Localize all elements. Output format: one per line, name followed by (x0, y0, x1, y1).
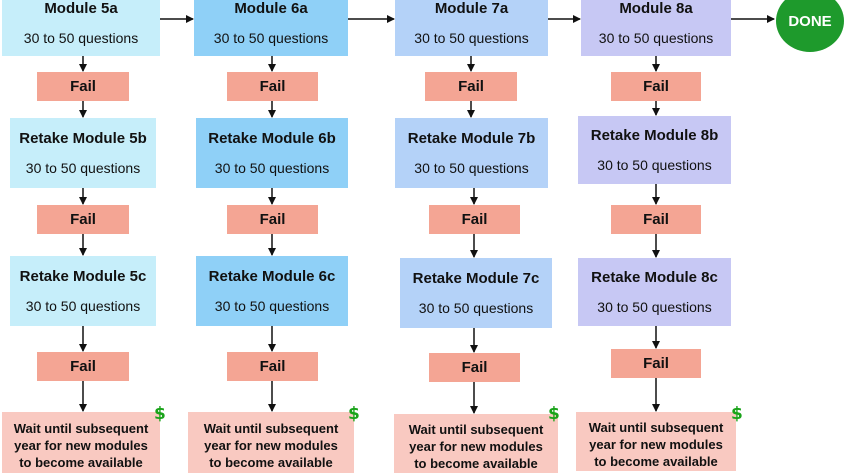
fail-box-7a: Fail (425, 72, 517, 101)
module-title: Retake Module 7b (407, 130, 536, 147)
module-subtitle: 30 to 50 questions (214, 298, 330, 314)
fail-box-5a: Fail (37, 72, 129, 101)
module-6c-box: Retake Module 6c 30 to 50 questions (196, 256, 348, 326)
module-7b-box: Retake Module 7b 30 to 50 questions (395, 118, 548, 188)
dollar-icon: $ (731, 404, 743, 424)
module-title: Retake Module 6c (208, 268, 336, 285)
wait-line: Wait until subsequent (13, 421, 149, 436)
wait-line: Wait until subsequent (588, 420, 724, 435)
module-title: Retake Module 8c (591, 269, 718, 286)
wait-box-7: Wait until subsequent year for new modul… (394, 414, 558, 473)
module-6a-box: Module 6a 30 to 50 questions (194, 0, 348, 56)
module-subtitle: 30 to 50 questions (214, 160, 330, 176)
module-subtitle: 30 to 50 questions (213, 30, 329, 46)
module-title: Retake Module 5b (19, 130, 147, 147)
wait-line: year for new modules (14, 438, 148, 453)
module-8b-box: Retake Module 8b 30 to 50 questions (578, 116, 731, 184)
dollar-icon: $ (348, 404, 360, 424)
fail-box-5b: Fail (37, 205, 129, 234)
wait-line: to become available (209, 455, 333, 470)
module-subtitle: 30 to 50 questions (414, 30, 529, 46)
wait-line: year for new modules (204, 438, 338, 453)
module-5b-box: Retake Module 5b 30 to 50 questions (10, 118, 156, 188)
module-title: Retake Module 5c (19, 268, 147, 285)
done-circle: DONE (776, 0, 844, 52)
fail-box-5c: Fail (37, 352, 129, 381)
wait-box-5: Wait until subsequent year for new modul… (2, 412, 160, 473)
dollar-icon: $ (548, 404, 560, 424)
module-6b-box: Retake Module 6b 30 to 50 questions (196, 118, 348, 188)
wait-line: year for new modules (589, 437, 723, 452)
module-subtitle: 30 to 50 questions (418, 300, 534, 316)
fail-box-7b: Fail (429, 205, 520, 234)
module-title: Module 8a (619, 0, 693, 17)
module-subtitle: 30 to 50 questions (25, 160, 141, 176)
wait-line: year for new modules (409, 439, 543, 454)
module-5c-box: Retake Module 5c 30 to 50 questions (10, 256, 156, 326)
module-subtitle: 30 to 50 questions (23, 30, 139, 46)
wait-box-6: Wait until subsequent year for new modul… (188, 412, 354, 473)
fail-box-6a: Fail (227, 72, 318, 101)
wait-line: to become available (414, 456, 538, 471)
module-subtitle: 30 to 50 questions (598, 30, 714, 46)
fail-box-8c: Fail (611, 349, 701, 378)
module-7c-box: Retake Module 7c 30 to 50 questions (400, 258, 552, 328)
module-5a-box: Module 5a 30 to 50 questions (2, 0, 160, 56)
fail-box-8a: Fail (611, 72, 701, 101)
module-subtitle: 30 to 50 questions (597, 157, 712, 173)
fail-box-8b: Fail (611, 205, 701, 234)
module-title: Module 7a (434, 0, 509, 17)
module-8a-box: Module 8a 30 to 50 questions (581, 0, 731, 56)
module-title: Retake Module 6b (208, 130, 336, 147)
fail-box-6b: Fail (227, 205, 318, 234)
wait-line: to become available (594, 454, 718, 469)
module-title: Module 5a (44, 0, 118, 17)
module-title: Module 6a (234, 0, 308, 17)
module-subtitle: 30 to 50 questions (414, 160, 529, 176)
fail-box-6c: Fail (227, 352, 318, 381)
dollar-icon: $ (154, 404, 166, 424)
module-subtitle: 30 to 50 questions (597, 299, 712, 315)
wait-box-8: Wait until subsequent year for new modul… (576, 412, 736, 471)
module-subtitle: 30 to 50 questions (25, 298, 141, 314)
module-title: Retake Module 7c (412, 270, 540, 287)
wait-line: Wait until subsequent (408, 422, 544, 437)
module-title: Retake Module 8b (590, 127, 719, 144)
wait-line: Wait until subsequent (203, 421, 339, 436)
module-7a-box: Module 7a 30 to 50 questions (395, 0, 548, 56)
wait-line: to become available (19, 455, 143, 470)
fail-box-7c: Fail (429, 353, 520, 382)
module-8c-box: Retake Module 8c 30 to 50 questions (578, 258, 731, 326)
